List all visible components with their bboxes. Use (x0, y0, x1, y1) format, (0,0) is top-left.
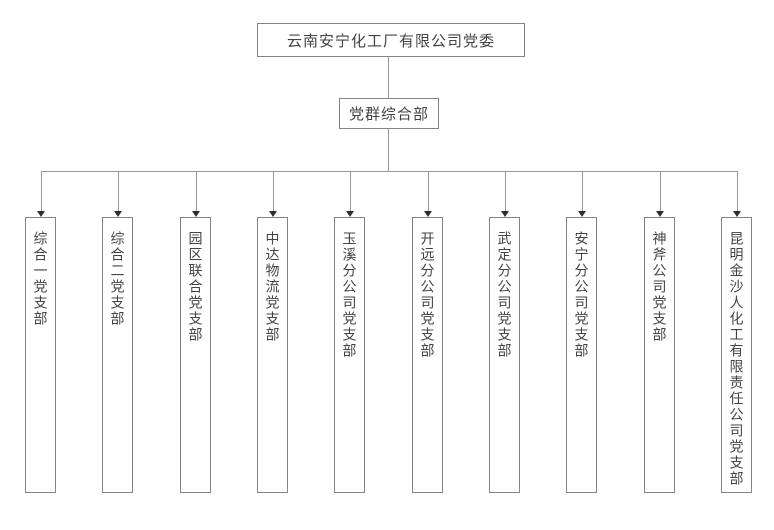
arrow-down-icon (733, 211, 741, 217)
department-to-trunk-line (388, 129, 389, 171)
branch-connector-line (118, 171, 119, 211)
branch-label: 神斧公司党支部 (651, 231, 668, 343)
org-root-box: 云南安宁化工厂有限公司党委 (257, 23, 525, 57)
arrow-down-icon (192, 211, 200, 217)
root-to-department-line (388, 57, 389, 98)
branch-box: 综合一党支部 (25, 217, 56, 493)
branch-box: 开远分公司党支部 (412, 217, 443, 493)
branch-connector-line (273, 171, 274, 211)
branch-box: 园区联合党支部 (180, 217, 211, 493)
branch-box: 安宁分公司党支部 (566, 217, 597, 493)
branch-box: 综合二党支部 (102, 217, 133, 493)
branch-connector-line (660, 171, 661, 211)
branch-box: 玉溪分公司党支部 (334, 217, 365, 493)
branch-label: 园区联合党支部 (187, 231, 204, 343)
branch-connector-line (41, 171, 42, 211)
arrow-down-icon (346, 211, 354, 217)
branch-connector-line (737, 171, 738, 211)
branch-connector-line (196, 171, 197, 211)
branch-label: 综合一党支部 (32, 231, 49, 327)
branch-box: 昆明金沙人化工有限责任公司党支部 (721, 217, 752, 493)
arrow-down-icon (656, 211, 664, 217)
arrow-down-icon (578, 211, 586, 217)
branch-label: 开远分公司党支部 (419, 231, 436, 359)
arrow-down-icon (501, 211, 509, 217)
arrow-down-icon (269, 211, 277, 217)
branch-connector-line (505, 171, 506, 211)
branch-box: 中达物流党支部 (257, 217, 288, 493)
branch-label: 武定分公司党支部 (496, 231, 513, 359)
arrow-down-icon (424, 211, 432, 217)
arrow-down-icon (37, 211, 45, 217)
branch-connector-line (582, 171, 583, 211)
branch-box: 武定分公司党支部 (489, 217, 520, 493)
branch-label: 综合二党支部 (109, 231, 126, 327)
trunk-line (41, 171, 738, 172)
arrow-down-icon (114, 211, 122, 217)
branch-label: 玉溪分公司党支部 (341, 231, 358, 359)
org-department-label: 党群综合部 (348, 106, 429, 123)
branch-connector-line (428, 171, 429, 211)
org-root-label: 云南安宁化工厂有限公司党委 (286, 32, 495, 50)
branch-label: 中达物流党支部 (264, 231, 281, 343)
branch-label: 昆明金沙人化工有限责任公司党支部 (728, 231, 745, 487)
org-department-box: 党群综合部 (339, 98, 439, 129)
branch-label: 安宁分公司党支部 (573, 231, 590, 359)
branch-box: 神斧公司党支部 (644, 217, 675, 493)
branch-connector-line (350, 171, 351, 211)
